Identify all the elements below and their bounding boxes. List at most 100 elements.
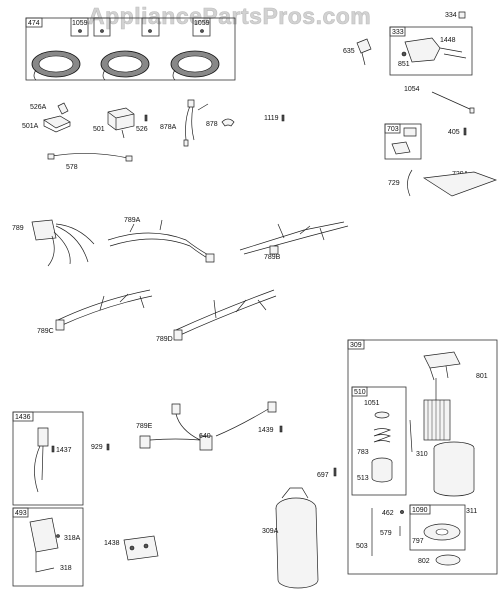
washer-802 <box>435 554 461 566</box>
bolt-icon <box>144 114 148 122</box>
box-1090-tag <box>409 504 431 515</box>
box-309-label: 309 <box>350 342 362 349</box>
part-789-label: 789 <box>12 225 24 232</box>
harness-789d <box>173 289 277 341</box>
cover-1438 <box>123 535 159 561</box>
bolt-icon <box>281 114 285 122</box>
screw-icon <box>78 29 82 33</box>
box-510-tag <box>351 386 368 397</box>
box-703-tag <box>384 123 401 134</box>
motor-housing <box>433 441 475 497</box>
part-334-label: 334 <box>445 12 457 19</box>
part-501a-label: 501A <box>22 123 39 130</box>
box-703-frame <box>384 123 422 160</box>
bolt-icon <box>279 425 283 433</box>
stator-ring-2 <box>100 50 150 81</box>
part-526-label: 526 <box>136 126 148 133</box>
part-526a-label: 526A <box>30 104 47 111</box>
screw-icon <box>100 29 104 33</box>
part-462-label: 462 <box>382 510 394 517</box>
clip-729 <box>407 169 413 197</box>
part-1051-label: 1051 <box>364 400 380 407</box>
box-333-tag <box>389 26 406 37</box>
box-blank-a-frame <box>93 17 111 37</box>
box-493-label: 493 <box>15 510 27 517</box>
part-789d-label: 789D <box>156 336 173 343</box>
box-1436-frame <box>12 411 84 506</box>
harness-789b <box>239 221 349 255</box>
part-1437-label: 1437 <box>56 447 72 454</box>
box-474-frame <box>25 17 236 81</box>
box-1059-a-label: 1059 <box>72 20 88 27</box>
part-310-label: 310 <box>416 451 428 458</box>
part-1439-label: 1439 <box>258 427 274 434</box>
harness-789c <box>55 289 153 331</box>
gasket-b <box>391 141 411 155</box>
bracket-318 <box>29 517 60 573</box>
stator-ring-3 <box>170 50 220 81</box>
watermark: AppliancePartsPros.com <box>88 3 371 29</box>
screw-icon <box>148 29 152 33</box>
alternator-group: 474 1059 1059 <box>25 17 236 81</box>
part-311-label: 311 <box>466 508 477 515</box>
gasket-a <box>403 127 417 137</box>
bolt-icon <box>106 443 110 451</box>
harness-878a <box>183 99 209 147</box>
ground-clip <box>57 102 69 115</box>
bolt-icon <box>333 467 337 477</box>
part-697-label: 697 <box>317 472 329 479</box>
starter-motor-309a <box>275 487 319 589</box>
box-474-tag <box>25 17 43 28</box>
wire-578 <box>47 153 133 162</box>
part-789a-label: 789A <box>124 217 141 224</box>
part-789c-label: 789C <box>37 328 54 335</box>
part-405-label: 405 <box>448 129 460 136</box>
bolt-310 <box>409 419 413 453</box>
box-493-tag <box>12 507 29 518</box>
part-513-label: 513 <box>357 475 369 482</box>
clip-878 <box>221 118 235 127</box>
part-1448-label: 1448 <box>440 37 456 44</box>
part-789e-label: 789E <box>136 423 153 430</box>
stator-ring-1 <box>31 50 81 81</box>
box-1059-b-label: 1059 <box>194 20 210 27</box>
box-510-frame <box>351 386 407 496</box>
part-878a-label: 878A <box>160 124 177 131</box>
part-802-label: 802 <box>418 558 430 565</box>
connector-635 <box>356 38 372 66</box>
part-801-label: 801 <box>476 373 488 380</box>
fuse-icon <box>458 11 466 19</box>
part-318-label: 318 <box>60 565 72 572</box>
solenoid-1436 <box>34 427 55 493</box>
box-333-label: 333 <box>392 29 404 36</box>
box-309-tag <box>347 339 365 350</box>
box-474-label: 474 <box>28 20 40 27</box>
part-640-label: 640 <box>199 433 211 440</box>
harness-789a <box>107 219 215 263</box>
harness-789e <box>139 403 213 451</box>
box-309-frame <box>347 339 498 575</box>
part-578-label: 578 <box>66 164 78 171</box>
cable-tie <box>431 91 473 111</box>
plate-729a <box>422 171 498 197</box>
box-1436-label: 1436 <box>15 414 31 421</box>
spring-783 <box>373 428 391 443</box>
box-1059-a-frame <box>70 17 89 37</box>
box-1436-tag <box>12 411 34 422</box>
part-309a-label: 309A <box>262 528 279 535</box>
part-635-label: 635 <box>343 48 355 55</box>
part-729-label: 729 <box>388 180 400 187</box>
cable-tie-head <box>469 107 475 114</box>
box-333-frame <box>389 26 473 76</box>
part-789b-label: 789B <box>264 254 281 261</box>
nut-icon <box>400 510 404 514</box>
part-797-label: 797 <box>412 538 424 545</box>
screw-icon <box>200 29 204 33</box>
pinion-513 <box>371 457 393 483</box>
box-1059-b-frame <box>192 17 211 37</box>
bolt-icon <box>463 127 467 136</box>
part-318a-label: 318A <box>64 535 81 542</box>
harness-789 <box>31 219 95 267</box>
box-703-label: 703 <box>387 126 399 133</box>
